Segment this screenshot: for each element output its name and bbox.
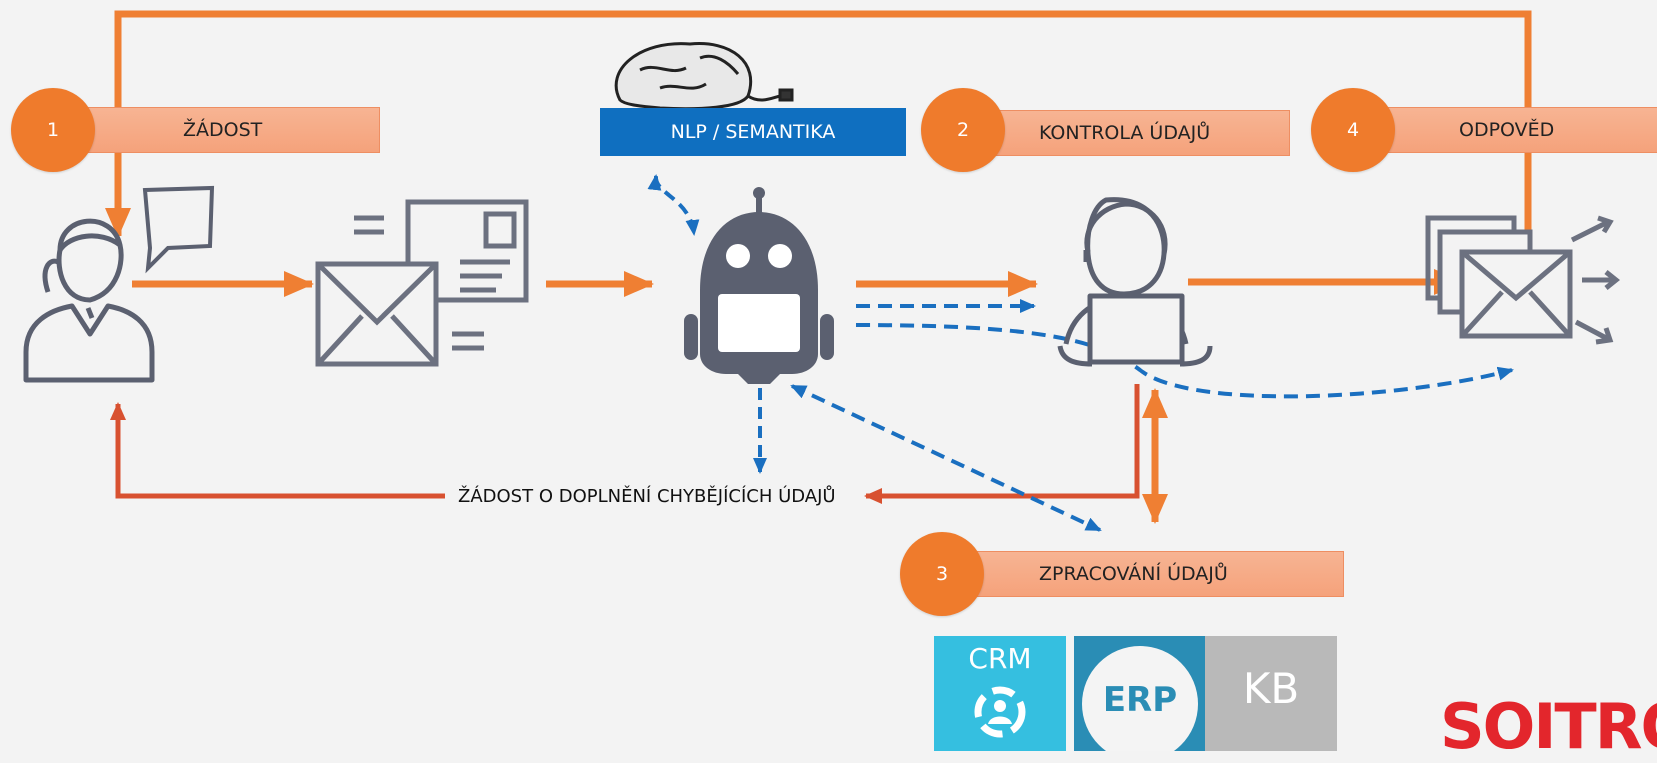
step-1-label: ŽÁDOST: [183, 119, 263, 141]
nlp-semantika-box: NLP / SEMANTIKA: [600, 108, 906, 156]
step-4-label: ODPOVĚD: [1459, 119, 1555, 141]
nlp-label: NLP / SEMANTIKA: [670, 121, 836, 143]
crm-label: CRM: [968, 642, 1032, 675]
erp-icon: ERP: [1082, 646, 1198, 751]
crm-tile: CRM: [934, 636, 1066, 751]
step-4-band: ODPOVĚD: [1350, 107, 1657, 153]
missing-data-return-line: [110, 402, 445, 499]
mail-postcard-icon: [315, 199, 529, 367]
operator-laptop-icon: [1057, 197, 1213, 367]
crm-icon: [974, 686, 1026, 738]
customer-icon: [23, 218, 155, 383]
step-2-band: KONTROLA ÚDAJŮ: [960, 110, 1290, 156]
kb-tile: KB: [1205, 636, 1337, 751]
step-4-badge: 4: [1311, 88, 1395, 172]
erp-label: ERP: [1102, 680, 1178, 720]
kb-label: KB: [1242, 664, 1300, 713]
brain-icon: [614, 42, 794, 111]
step-3-label: ZPRACOVÁNÍ ÚDAJŮ: [1039, 563, 1228, 585]
step-2-badge: 2: [921, 88, 1005, 172]
dashed-arrow-nlp-robot: [647, 174, 700, 236]
soitron-logo: SOITRO: [1440, 690, 1657, 763]
dashed-arrow-robot-response: [855, 323, 1514, 399]
step-1-band: ŽÁDOST: [72, 107, 380, 153]
step-2-label: KONTROLA ÚDAJŮ: [1039, 122, 1211, 144]
dashed-arrow-robot-processing: [790, 384, 1102, 532]
step-3-badge: 3: [900, 532, 984, 616]
robot-icon: [684, 187, 834, 384]
speech-bubble-icon: [142, 185, 215, 274]
erp-tile: ERP: [1074, 636, 1206, 751]
missing-data-request-label: ŽÁDOST O DOPLNĚNÍ CHYBĚJÍCÍCH ÚDAJŮ: [458, 486, 836, 507]
step-1-badge: 1: [11, 88, 95, 172]
missing-data-request-line: [864, 384, 1140, 504]
step-3-band: ZPRACOVÁNÍ ÚDAJŮ: [942, 551, 1344, 597]
mail-send-icon: [1425, 215, 1621, 345]
